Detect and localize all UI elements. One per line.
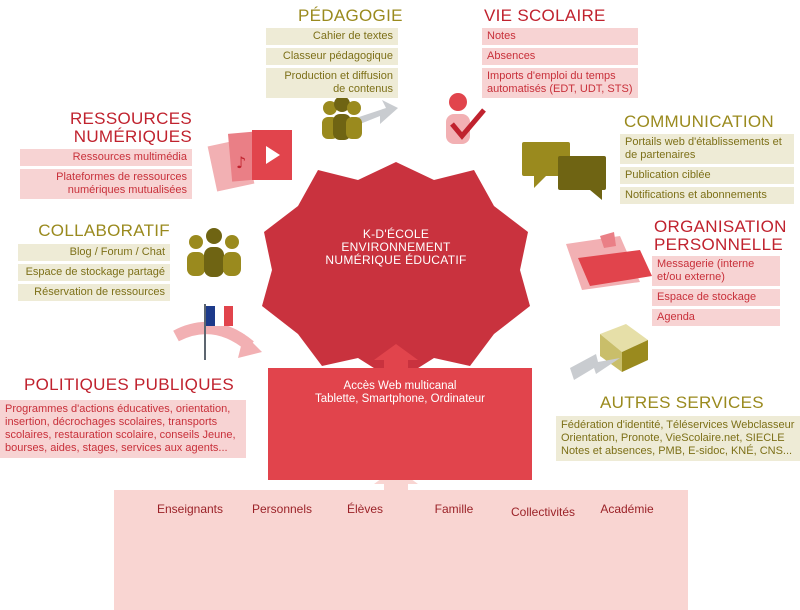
ressources-item: Plateformes de ressources numériques mut… [20,169,192,199]
folder-icon [566,232,652,290]
organisation-item: Espace de stockage [652,289,780,306]
collaboratif-item: Blog / Forum / Chat [18,244,170,261]
collaborative-people-icon [187,228,241,277]
center-star-shape [262,162,530,382]
pedagogie-item: Classeur pédagogique [266,48,398,65]
pedagogie-title: PÉDAGOGIE [298,6,403,25]
communication-item: Notifications et abonnements [620,187,794,204]
actor-label-famille: Famille [434,502,474,516]
pedagogie-list: Cahier de textes Classeur pédagogique Pr… [266,28,398,101]
ressources-list: Ressources multimédia Plateformes de res… [20,149,192,202]
svg-text:♪: ♪ [236,153,246,172]
vie-scolaire-item: Imports d'emploi du temps automatisés (E… [482,68,638,98]
vie-scolaire-list: Notes Absences Imports d'emploi du temps… [482,28,638,101]
politiques-title: POLITIQUES PUBLIQUES [24,375,235,394]
center-title-line2: ENVIRONNEMENT [341,240,451,254]
actor-label-academie: Académie [600,502,654,516]
actor-label-personnels: Personnels [251,502,313,516]
ressources-title-line2: NUMÉRIQUES [73,127,192,146]
collaboratif-item: Espace de stockage partagé [18,264,170,281]
actor-label-eleves: Élèves [346,502,384,516]
actors-panel [114,490,688,610]
organisation-title: ORGANISATION PERSONNELLE [654,218,787,254]
access-box [268,368,532,480]
communication-item: Publication ciblée [620,167,794,184]
pedagogie-item: Production et diffusion de contenus [266,68,398,98]
media-files-icon: ♪ [207,130,292,192]
center-title-line3: NUMÉRIQUE ÉDUCATIF [325,253,467,267]
politiques-text: Programmes d'actions éducatives, orienta… [0,400,246,458]
actor-label-collectivites: Collectivités [510,505,576,519]
organisation-title-line2: PERSONNELLE [654,235,783,254]
center-title: K-D'ÉCOLE ENVIRONNEMENT NUMÉRIQUE ÉDUCAT… [300,228,492,267]
pedagogie-item: Cahier de textes [266,28,398,45]
autres-title: AUTRES SERVICES [600,393,764,412]
access-text: Accès Web multicanal Tablette, Smartphon… [268,380,532,406]
arrow-up-icon [374,468,418,492]
flag-icon [173,304,262,360]
vie-scolaire-item: Absences [482,48,638,65]
organisation-title-line1: ORGANISATION [654,217,787,236]
package-icon [570,324,648,380]
center-title-line1: K-D'ÉCOLE [362,227,430,241]
access-line2: Tablette, Smartphone, Ordinateur [314,393,486,405]
access-line1: Accès Web multicanal [343,380,457,392]
collaboratif-title: COLLABORATIF [38,221,170,240]
ressources-title: RESSOURCES NUMÉRIQUES [60,110,192,146]
organisation-item: Messagerie (interne et/ou externe) [652,256,780,286]
student-check-icon [446,93,486,144]
autres-text: Fédération d'identité, Téléservices Webc… [556,416,800,461]
collaboratif-list: Blog / Forum / Chat Espace de stockage p… [18,244,170,304]
vie-scolaire-item: Notes [482,28,638,45]
actor-label-enseignants: Enseignants [156,502,224,516]
ressources-title-line1: RESSOURCES [69,109,192,128]
communication-title: COMMUNICATION [624,112,774,131]
communication-item: Portails web d'établissements et de part… [620,134,794,164]
vie-scolaire-title: VIE SCOLAIRE [484,6,606,25]
collaboratif-item: Réservation de ressources [18,284,170,301]
ressources-item: Ressources multimédia [20,149,192,166]
pedagogy-people-icon [322,96,398,140]
speech-bubbles-icon [522,142,606,200]
organisation-list: Messagerie (interne et/ou externe) Espac… [652,256,780,329]
communication-list: Portails web d'établissements et de part… [620,134,794,207]
arrow-up-icon [374,344,418,370]
organisation-item: Agenda [652,309,780,326]
